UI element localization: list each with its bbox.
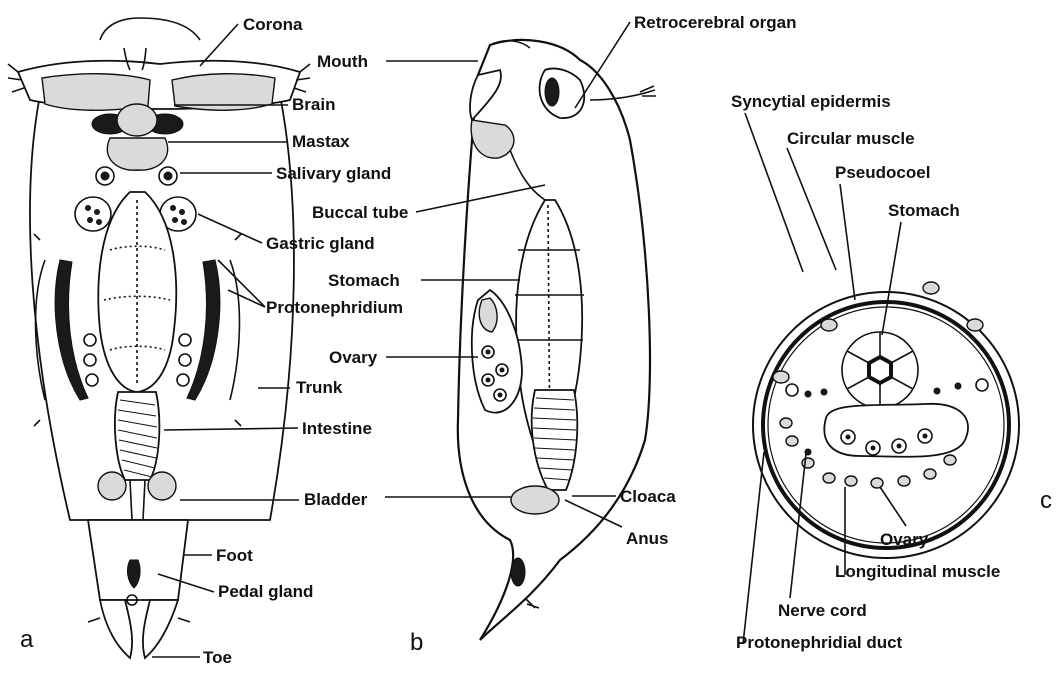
panel-label-a: a — [20, 626, 34, 653]
label-ovary-b: Ovary — [329, 348, 378, 367]
label-cloaca: Cloaca — [620, 487, 676, 506]
label-retrocerebral-organ: Retrocerebral organ — [634, 13, 797, 32]
label-nerve-cord: Nerve cord — [778, 601, 867, 620]
label-ovary-c: Ovary — [880, 530, 929, 549]
label-bladder: Bladder — [304, 490, 368, 509]
label-longitudinal-muscle: Longitudinal muscle — [835, 562, 1000, 581]
label-protonephridium: Protonephridium — [266, 298, 403, 317]
panel-a-drawing — [8, 18, 310, 658]
label-gastric-gland: Gastric gland — [266, 234, 375, 253]
label-corona: Corona — [243, 15, 303, 34]
label-buccal-tube: Buccal tube — [312, 203, 408, 222]
label-mouth: Mouth — [317, 52, 368, 71]
label-anus: Anus — [626, 529, 669, 548]
label-syncytial-epidermis: Syncytial epidermis — [731, 92, 891, 111]
label-brain: Brain — [292, 95, 335, 114]
label-pseudocoel: Pseudocoel — [835, 163, 930, 182]
label-pedal-gland: Pedal gland — [218, 582, 313, 601]
label-circular-muscle: Circular muscle — [787, 129, 915, 148]
label-trunk: Trunk — [296, 378, 343, 397]
panel-label-b: b — [410, 629, 423, 656]
panel-c-drawing — [753, 282, 1019, 558]
label-intestine: Intestine — [302, 419, 372, 438]
label-stomach-b: Stomach — [328, 271, 400, 290]
label-mastax: Mastax — [292, 132, 350, 151]
label-salivary-gland: Salivary gland — [276, 164, 391, 183]
label-stomach-c: Stomach — [888, 201, 960, 220]
label-protonephridial-duct: Protonephridial duct — [736, 633, 903, 652]
label-foot: Foot — [216, 546, 253, 565]
panel-b-drawing — [458, 40, 656, 640]
label-toe: Toe — [203, 648, 232, 667]
panel-label-c: c — [1040, 487, 1052, 514]
